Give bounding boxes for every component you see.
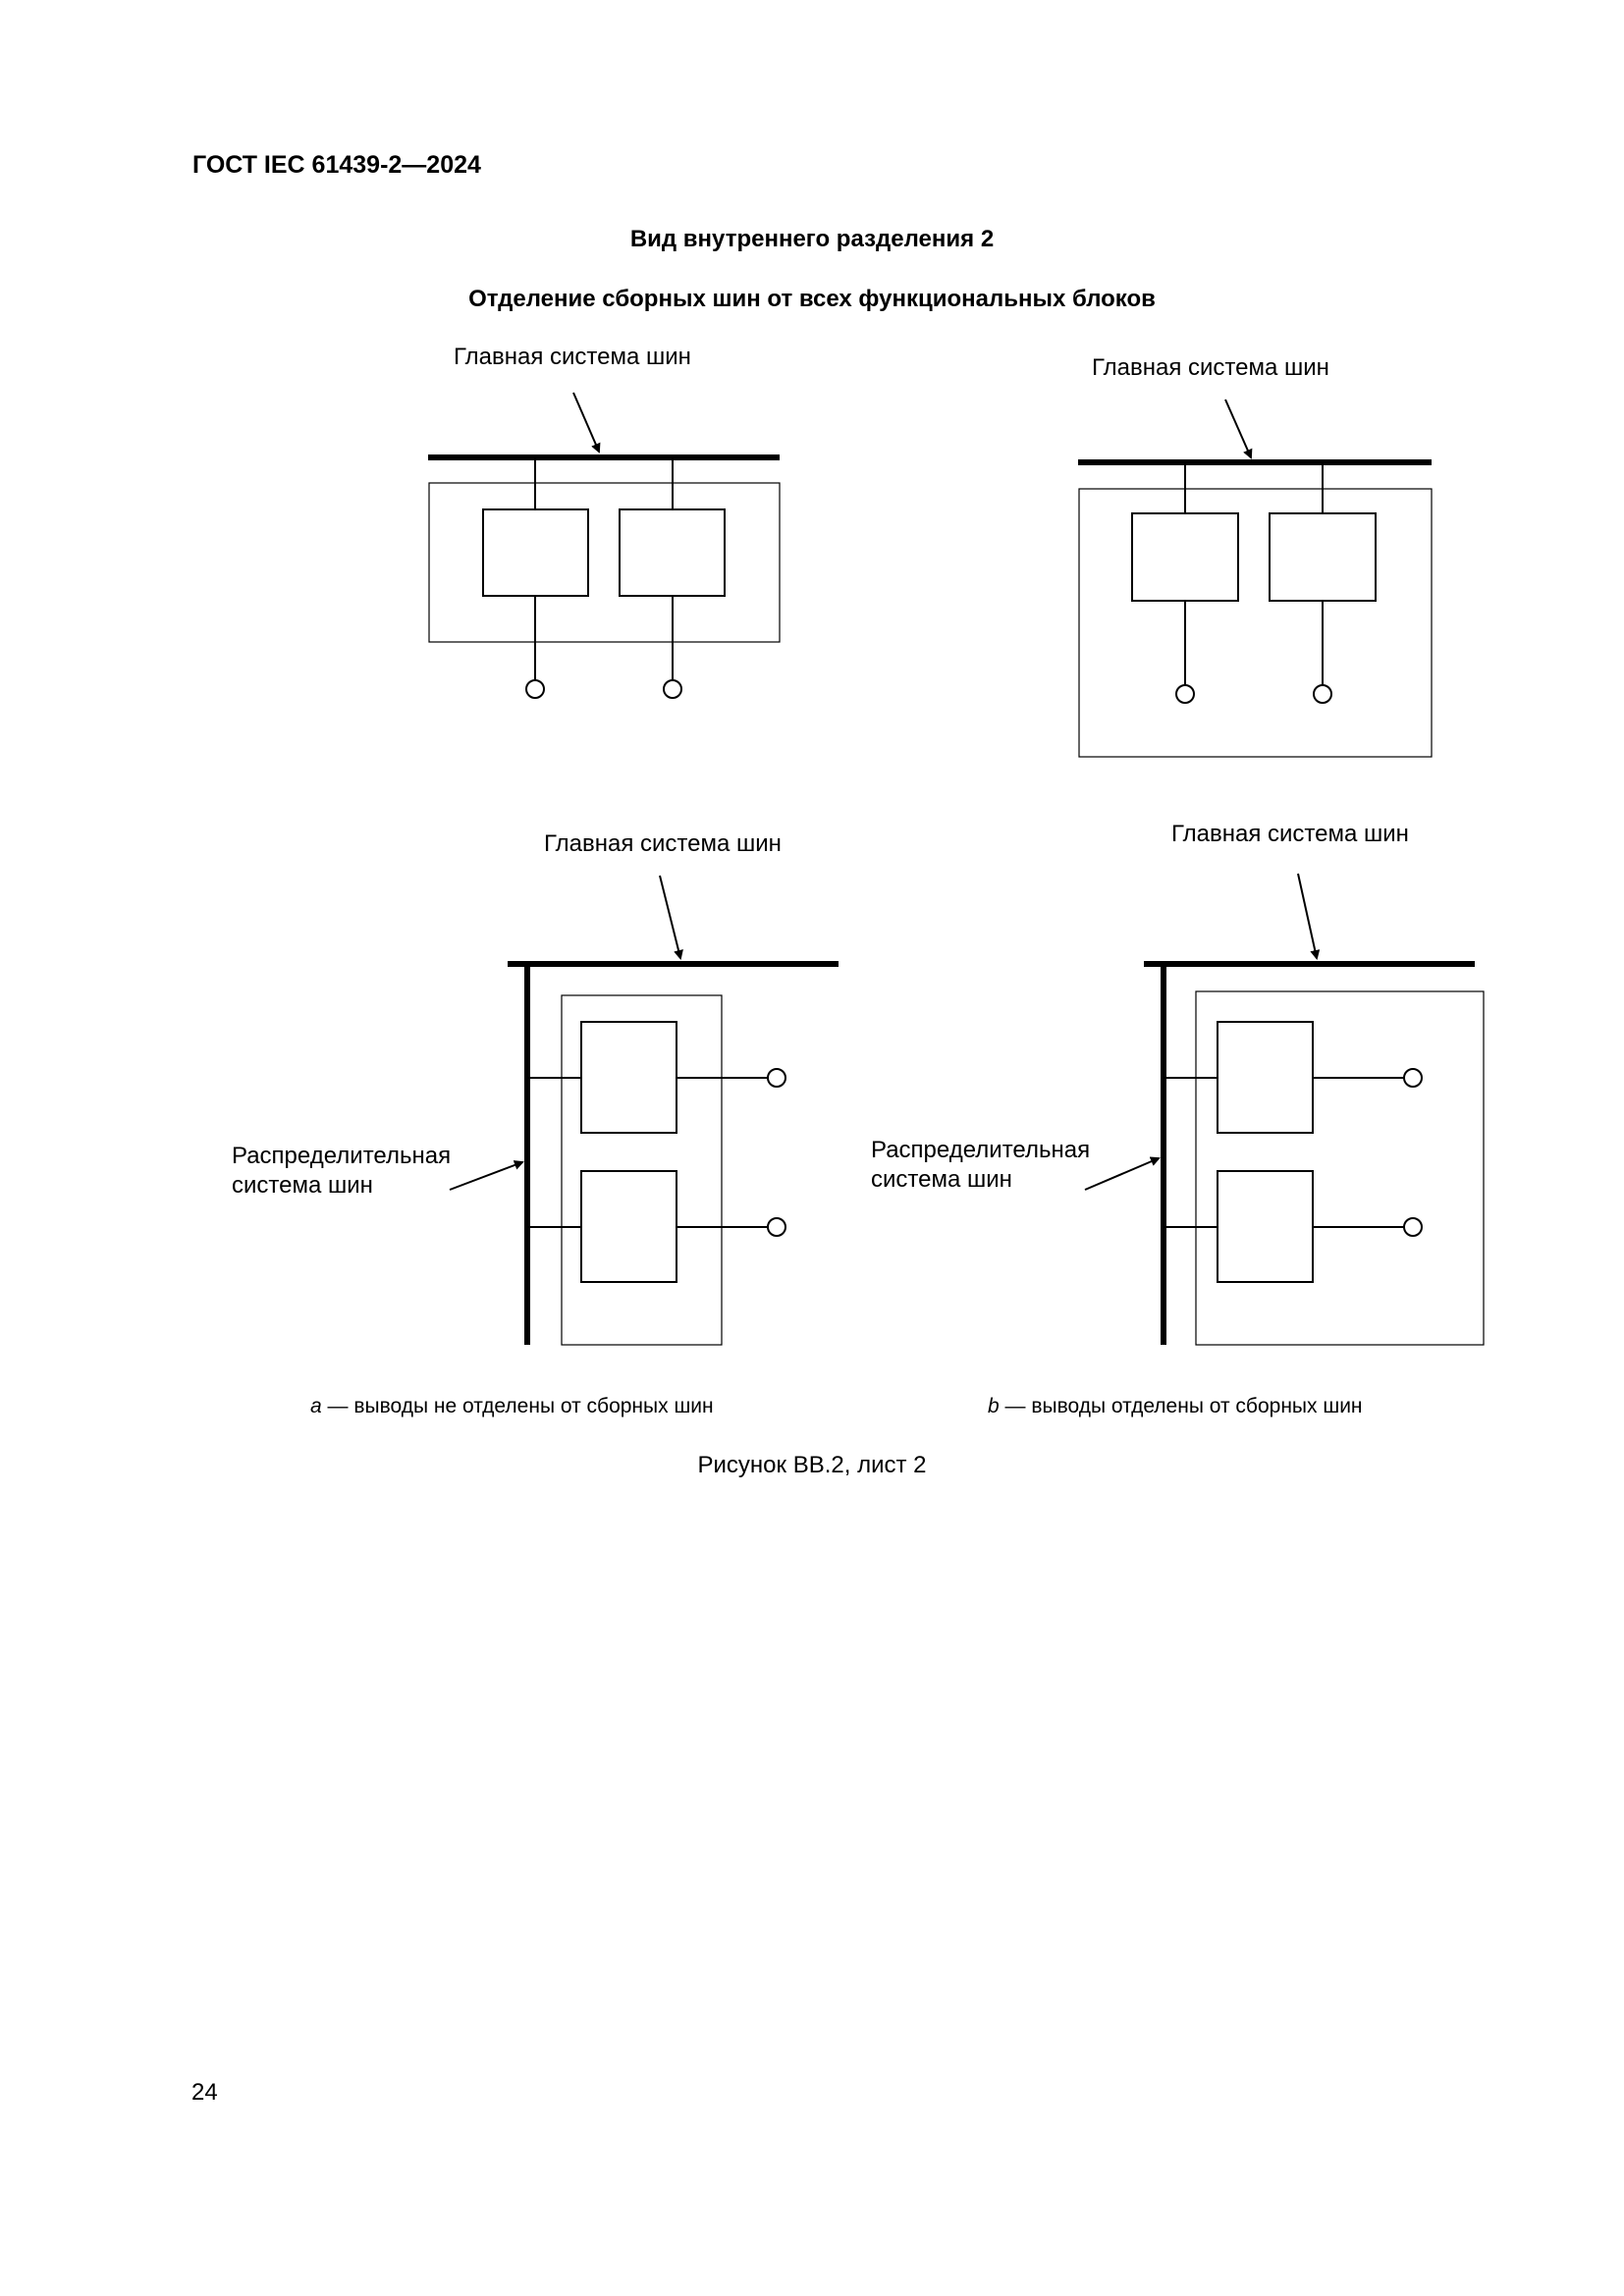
functional-unit: [1131, 512, 1239, 602]
figure-caption: Рисунок BB.2, лист 2: [697, 1452, 927, 1478]
diagram-b-bottom: [1084, 873, 1485, 1346]
section-title: Вид внутреннего разделения 2: [629, 226, 995, 252]
functional-unit: [482, 508, 589, 597]
distribution-busbar-label-a-line2: система шин: [232, 1172, 373, 1199]
terminal: [1175, 684, 1195, 704]
distribution-busbar-label-b-line2: система шин: [871, 1166, 1012, 1193]
terminal: [525, 679, 545, 699]
caption-b-text: — выводы отделены от сборных шин: [999, 1395, 1363, 1417]
caption-b: b — выводы отделены от сборных шин: [988, 1395, 1363, 1418]
label-arrow: [449, 1160, 524, 1191]
caption-b-letter: b: [988, 1395, 1000, 1417]
diagram-a-bottom: [449, 875, 839, 1346]
functional-unit: [1217, 1021, 1314, 1134]
document-id: ГОСТ IEC 61439-2—2024: [192, 151, 481, 179]
functional-unit: [619, 508, 726, 597]
main-busbar-label-b-top: Главная система шин: [1092, 354, 1329, 381]
label-arrow: [1224, 399, 1253, 459]
terminal: [1403, 1217, 1423, 1237]
terminal: [1313, 684, 1332, 704]
label-arrow: [659, 875, 683, 960]
compartment: [561, 994, 723, 1346]
main-busbar-label-a-top: Главная система шин: [454, 344, 691, 370]
section-subtitle: Отделение сборных шин от всех функционал…: [468, 286, 1156, 312]
distribution-busbar-label-a-line1: Распределительная: [232, 1143, 452, 1169]
terminal: [767, 1068, 786, 1088]
main-busbar-label-b-bottom: Главная система шин: [1171, 821, 1409, 847]
compartment: [1195, 990, 1485, 1346]
compartment: [428, 482, 781, 643]
diagram-b-top: [1078, 399, 1433, 758]
label-arrow: [572, 392, 601, 454]
compartment: [1078, 488, 1433, 758]
functional-unit: [1217, 1170, 1314, 1283]
main-busbar-label-a-bottom: Главная система шин: [544, 830, 782, 857]
caption-a: a — выводы не отделены от сборных шин: [310, 1395, 714, 1418]
distribution-busbar-label-b-line1: Распределительная: [871, 1137, 1091, 1163]
terminal: [663, 679, 682, 699]
label-arrow: [1084, 1156, 1161, 1191]
terminal: [767, 1217, 786, 1237]
caption-a-letter: a: [310, 1395, 322, 1417]
diagram-a-top: [428, 392, 781, 699]
functional-unit: [1269, 512, 1377, 602]
functional-unit: [580, 1021, 677, 1134]
functional-unit: [580, 1170, 677, 1283]
caption-a-text: — выводы не отделены от сборных шин: [321, 1395, 714, 1417]
page-number: 24: [191, 2079, 218, 2106]
terminal: [1403, 1068, 1423, 1088]
label-arrow: [1297, 873, 1321, 960]
